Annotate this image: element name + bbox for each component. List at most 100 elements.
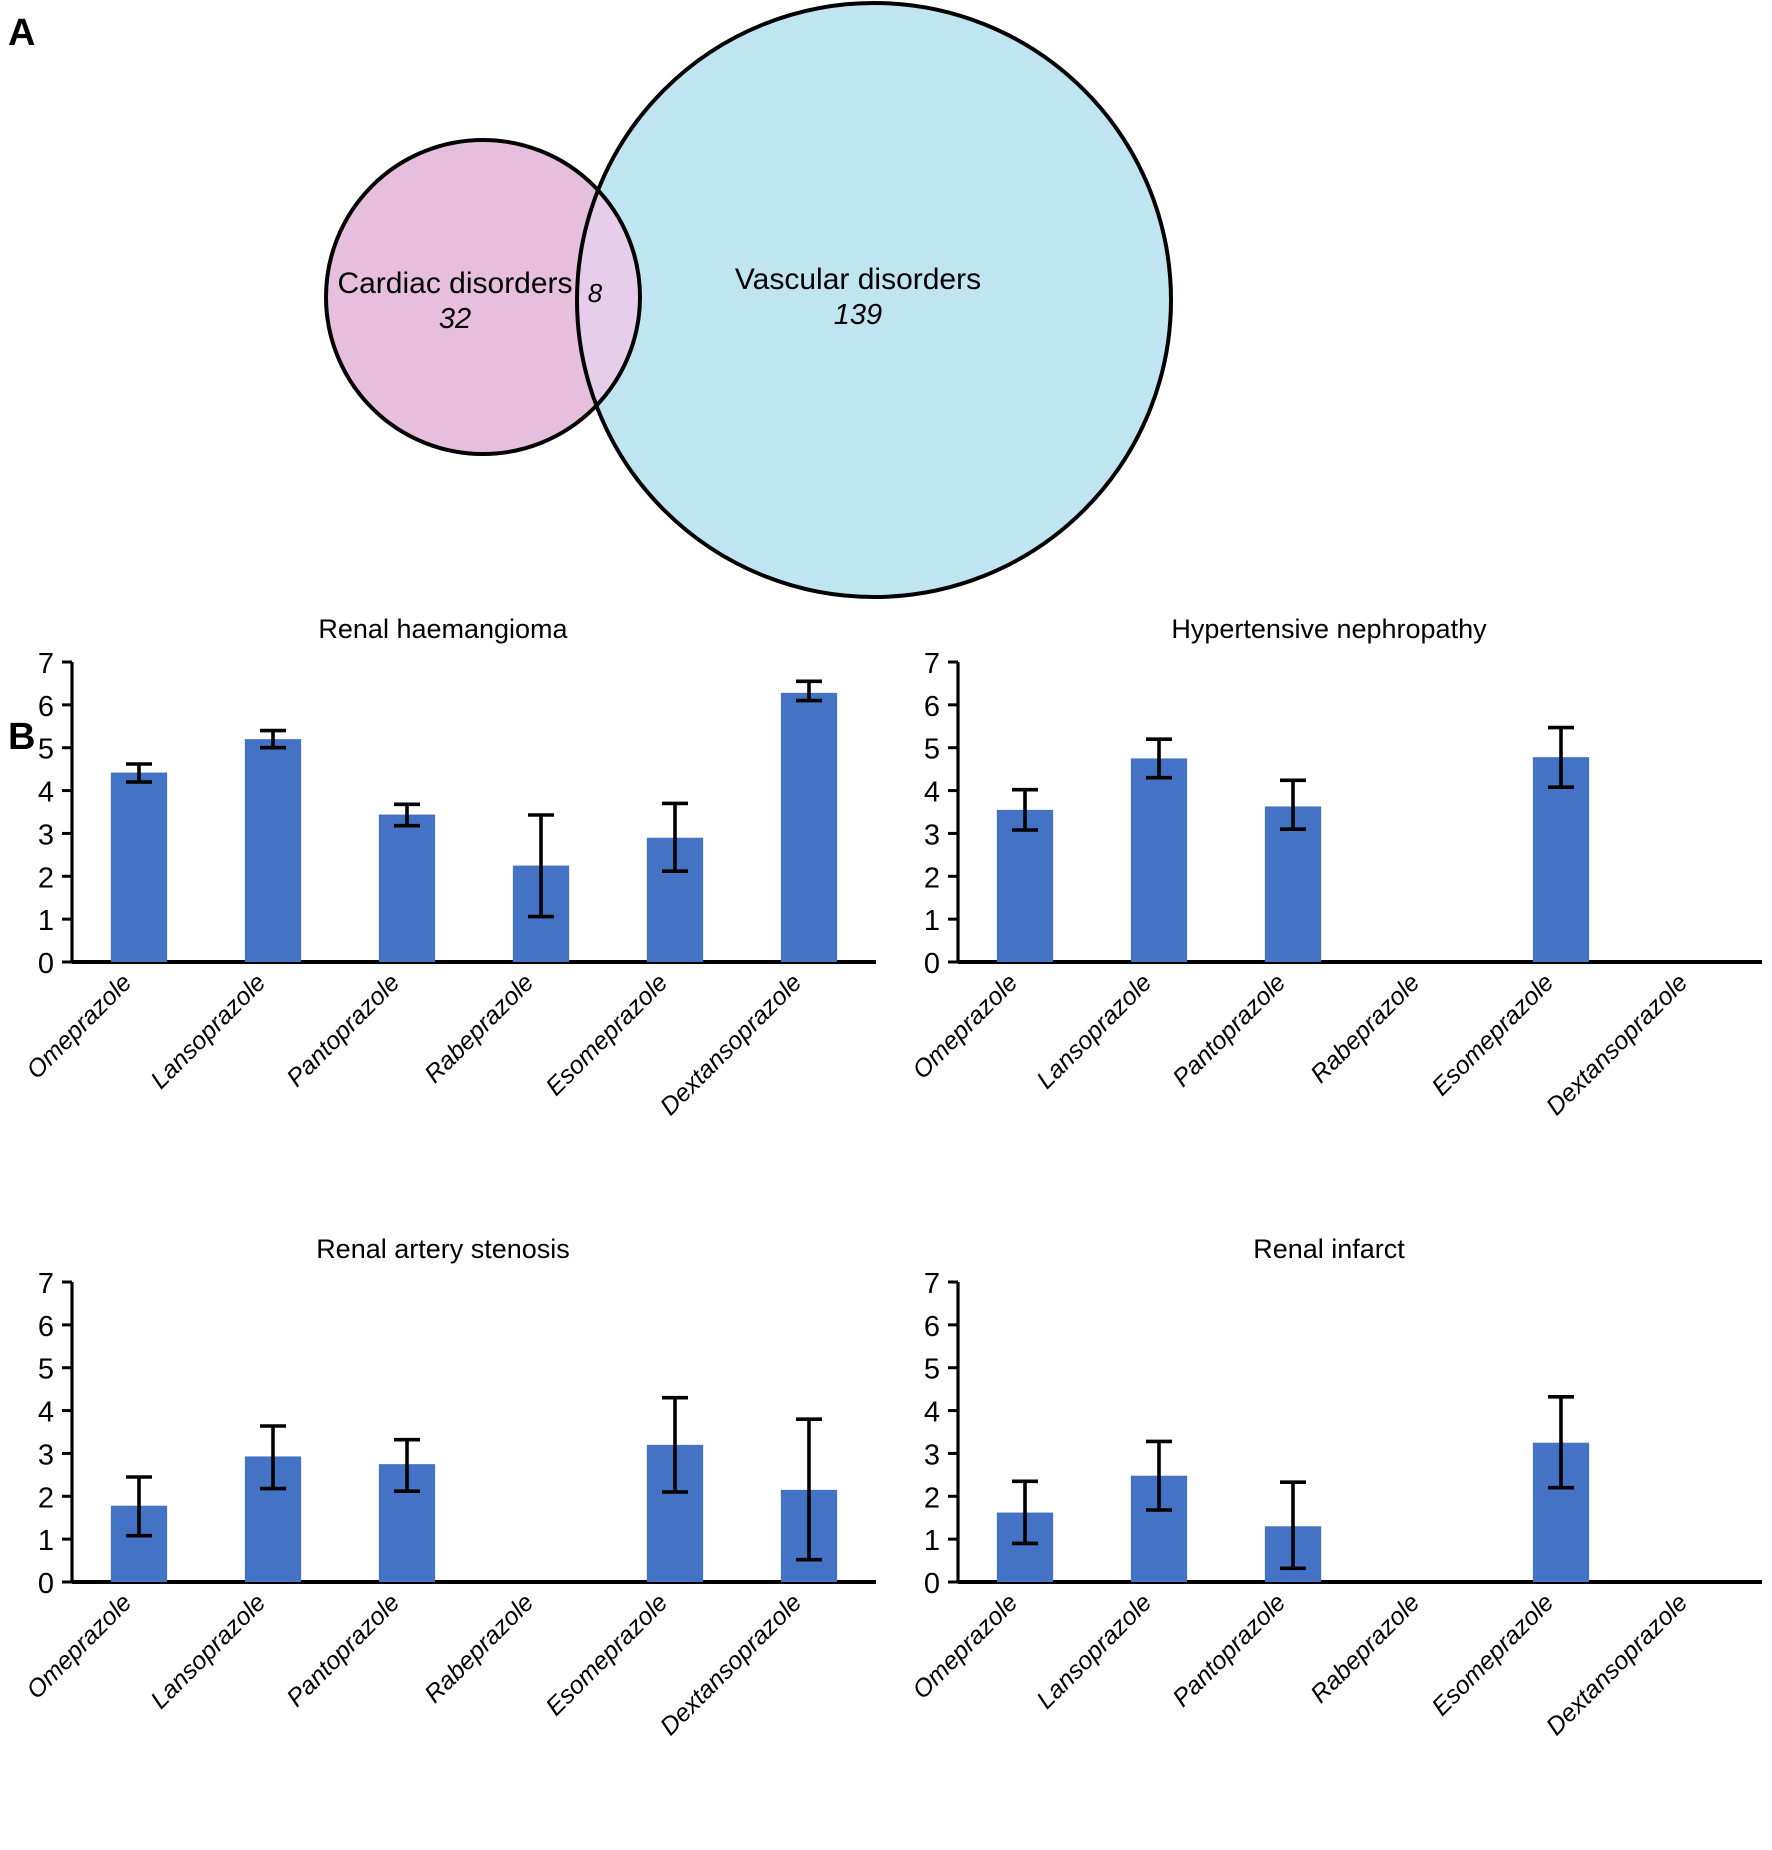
venn-outline-cardiac: [324, 138, 642, 456]
error-bar: [796, 679, 822, 703]
y-tick-label: 0: [924, 1568, 940, 1600]
y-tick-label: 2: [38, 1482, 54, 1514]
error-bar: [126, 1475, 152, 1538]
chart-title-0: Renal haemangioma: [318, 614, 568, 644]
bar: [110, 772, 168, 962]
y-tick-label: 6: [924, 1311, 940, 1343]
error-bar: [1280, 778, 1306, 831]
x-category-label: Lansoprazole: [145, 1588, 271, 1714]
y-tick-label: 5: [38, 1354, 54, 1386]
venn-circle-vascular: [577, 3, 1171, 597]
bar: [1130, 758, 1188, 962]
y-tick-label: 0: [38, 948, 54, 980]
x-category-label: Esomeprazole: [540, 968, 673, 1101]
panel-letter-a: A: [8, 12, 36, 54]
y-tick-label: 2: [924, 1482, 940, 1514]
x-category-label: Lansoprazole: [1031, 968, 1157, 1094]
bar: [1532, 757, 1590, 962]
y-tick-label: 7: [924, 648, 940, 680]
x-category-label: Omeprazole: [907, 1588, 1023, 1704]
chart-title-3: Renal infarct: [1253, 1234, 1405, 1264]
bar: [244, 739, 302, 962]
error-bar: [1012, 787, 1038, 832]
error-bar: [260, 728, 286, 750]
y-tick-label: 4: [924, 1397, 940, 1429]
x-category-label: Esomeprazole: [1426, 968, 1559, 1101]
x-category-label: Dextansoprazole: [1541, 968, 1693, 1120]
error-bar: [394, 802, 420, 828]
y-tick-label: 4: [38, 777, 54, 809]
error-bar: [126, 762, 152, 784]
y-tick-label: 3: [924, 819, 940, 851]
bar: [378, 814, 436, 962]
bar: [1264, 806, 1322, 962]
error-bar: [528, 813, 554, 919]
x-category-label: Lansoprazole: [1031, 1588, 1157, 1714]
y-tick-label: 5: [38, 734, 54, 766]
error-bar: [1146, 1439, 1172, 1512]
x-category-label: Rabeprazole: [419, 968, 539, 1088]
error-bar: [662, 801, 688, 873]
y-tick-label: 1: [924, 1525, 940, 1557]
y-tick-label: 1: [924, 905, 940, 937]
y-tick-label: 3: [38, 1439, 54, 1471]
chart-title-2: Renal artery stenosis: [316, 1234, 570, 1264]
y-tick-label: 7: [38, 1268, 54, 1300]
y-tick-label: 3: [38, 819, 54, 851]
x-category-label: Pantoprazole: [281, 1588, 405, 1712]
y-tick-label: 5: [924, 734, 940, 766]
panel-a-venn: A Cardiac disorders 32 8 Vascular disord…: [0, 0, 1772, 610]
error-bar: [260, 1424, 286, 1491]
x-category-label: Rabeprazole: [1305, 968, 1425, 1088]
y-tick-label: 7: [38, 648, 54, 680]
x-category-label: Esomeprazole: [540, 1588, 673, 1721]
x-category-label: Rabeprazole: [1305, 1588, 1425, 1708]
y-tick-label: 0: [38, 1568, 54, 1600]
venn-outline-vascular: [575, 1, 1173, 599]
panel-letter-b: B: [8, 716, 36, 758]
venn-count-overlap: 8: [588, 278, 603, 308]
y-tick-label: 2: [924, 862, 940, 894]
x-category-label: Pantoprazole: [1167, 1588, 1291, 1712]
x-category-label: Lansoprazole: [145, 968, 271, 1094]
bar: [780, 692, 838, 962]
x-category-label: Rabeprazole: [419, 1588, 539, 1708]
error-bar: [662, 1395, 688, 1494]
x-category-label: Dextansoprazole: [655, 968, 807, 1120]
y-tick-label: 5: [924, 1354, 940, 1386]
error-bar: [796, 1417, 822, 1562]
y-tick-label: 2: [38, 862, 54, 894]
y-tick-label: 6: [924, 691, 940, 723]
error-bar: [1146, 737, 1172, 780]
x-category-label: Esomeprazole: [1426, 1588, 1559, 1721]
x-category-label: Pantoprazole: [281, 968, 405, 1092]
x-category-label: Dextansoprazole: [655, 1588, 807, 1740]
venn-label-cardiac: Cardiac disorders: [337, 267, 572, 300]
venn-label-vascular: Vascular disorders: [735, 263, 981, 296]
x-category-label: Omeprazole: [21, 1588, 137, 1704]
error-bar: [1280, 1480, 1306, 1571]
y-tick-label: 6: [38, 1311, 54, 1343]
error-bar: [1548, 725, 1574, 789]
y-tick-label: 1: [38, 1525, 54, 1557]
venn-diagram: Cardiac disorders 32 8 Vascular disorder…: [324, 1, 1173, 599]
y-tick-label: 0: [924, 948, 940, 980]
x-category-label: Pantoprazole: [1167, 968, 1291, 1092]
error-bar: [1548, 1395, 1574, 1490]
y-tick-label: 6: [38, 691, 54, 723]
y-tick-label: 1: [38, 905, 54, 937]
venn-count-vascular: 139: [834, 299, 882, 331]
y-tick-label: 4: [924, 777, 940, 809]
bar: [996, 809, 1054, 962]
chart-title-1: Hypertensive nephropathy: [1171, 614, 1487, 644]
venn-count-cardiac: 32: [439, 303, 471, 335]
x-category-label: Dextansoprazole: [1541, 1588, 1693, 1740]
y-tick-label: 3: [924, 1439, 940, 1471]
